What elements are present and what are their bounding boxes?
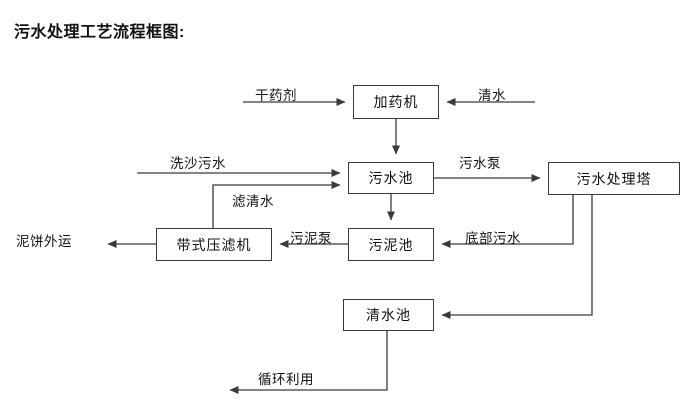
node-treatment-tower-label: 污水处理塔 xyxy=(576,170,652,187)
label-bottom-sewage: 底部污水 xyxy=(465,231,521,246)
edge-treatment-tower-to-clear-water-pool xyxy=(441,195,593,319)
node-sludge-pool[interactable]: 污泥池 xyxy=(348,228,434,261)
edge-treatment-tower-to-sludge-pool xyxy=(441,195,574,248)
node-sewage-pool-label: 污水池 xyxy=(368,170,414,186)
page-title: 污水处理工艺流程框图: xyxy=(14,24,185,41)
node-belt-filter-press-label: 带式压滤机 xyxy=(176,236,252,253)
node-clear-water-pool[interactable]: 清水池 xyxy=(343,299,434,331)
edge-clear-water-pool-to-recycle xyxy=(229,331,388,394)
node-belt-filter-press[interactable]: 带式压滤机 xyxy=(156,228,272,261)
label-recycle-use: 循环利用 xyxy=(258,372,314,387)
label-sludge-pump: 污泥泵 xyxy=(290,231,332,246)
edge-belt-filter-press-to-sewage-pool xyxy=(212,181,341,228)
label-dry-reagent: 干药剂 xyxy=(255,88,297,103)
node-dosing-machine-label: 加药机 xyxy=(373,94,419,110)
label-sewage-pump: 污水泵 xyxy=(459,156,501,171)
node-sewage-pool[interactable]: 污水池 xyxy=(348,162,434,194)
label-sand-wash-sewage: 洗沙污水 xyxy=(170,156,226,171)
node-clear-water-pool-label: 清水池 xyxy=(366,307,411,323)
node-dosing-machine[interactable]: 加药机 xyxy=(353,85,439,119)
label-mud-cake-out: 泥饼外运 xyxy=(16,234,72,249)
label-clean-water: 清水 xyxy=(478,88,506,103)
node-sludge-pool-label: 污泥池 xyxy=(368,236,414,253)
node-treatment-tower[interactable]: 污水处理塔 xyxy=(548,162,680,195)
label-filtered-water: 滤清水 xyxy=(232,194,274,209)
